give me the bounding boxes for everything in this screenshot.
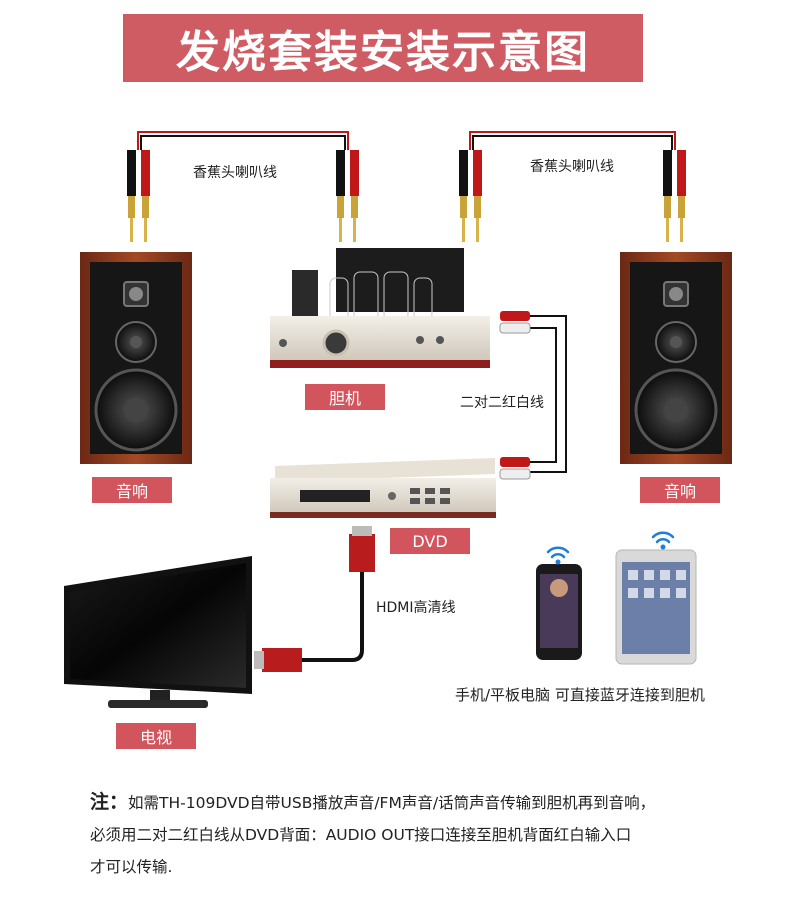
- speaker-cable-left: [127, 131, 359, 242]
- note-line-1: 注：如需TH-109DVD自带USB播放声音/FM声音/话筒声音传输到胆机再到音…: [90, 786, 770, 819]
- speaker-cable-right: [459, 131, 686, 242]
- page-title: 发烧套装安装示意图: [123, 14, 643, 82]
- rca-cable: [499, 311, 567, 480]
- bluetooth-label: 手机/平板电脑 可直接蓝牙连接到胆机: [455, 686, 705, 704]
- tube-amplifier: [270, 248, 490, 368]
- speaker-cable-right-label: 香蕉头喇叭线: [530, 159, 614, 175]
- note-line-3: 才可以传输.: [90, 858, 173, 876]
- speaker-left: [80, 252, 192, 464]
- note-line-1-text: 如需TH-109DVD自带USB播放声音/FM声音/话筒声音传输到胆机再到音响，: [128, 794, 656, 812]
- television: [64, 556, 252, 708]
- mobile-devices: [536, 549, 697, 665]
- tv-tag: 电视: [116, 723, 196, 749]
- amp-tag: 胆机: [305, 384, 385, 410]
- hdmi-cable: [254, 526, 375, 672]
- speaker-right: [620, 252, 732, 464]
- speaker-right-tag: 音响: [640, 477, 720, 503]
- note-line-2: 必须用二对二红白线从DVD背面：AUDIO OUT接口连接至胆机背面红白输入口: [90, 826, 632, 844]
- dvd-tag: DVD: [390, 528, 470, 554]
- speaker-cable-left-label: 香蕉头喇叭线: [193, 165, 277, 181]
- hdmi-cable-label: HDMI高清线: [376, 600, 456, 616]
- note-key: 注：: [90, 791, 129, 813]
- installation-note: 注：如需TH-109DVD自带USB播放声音/FM声音/话筒声音传输到胆机再到音…: [90, 786, 770, 883]
- dvd-player: [270, 458, 496, 518]
- bluetooth-wifi-icon: [546, 531, 675, 565]
- rca-cable-label: 二对二红白线: [460, 395, 544, 411]
- speaker-left-tag: 音响: [92, 477, 172, 503]
